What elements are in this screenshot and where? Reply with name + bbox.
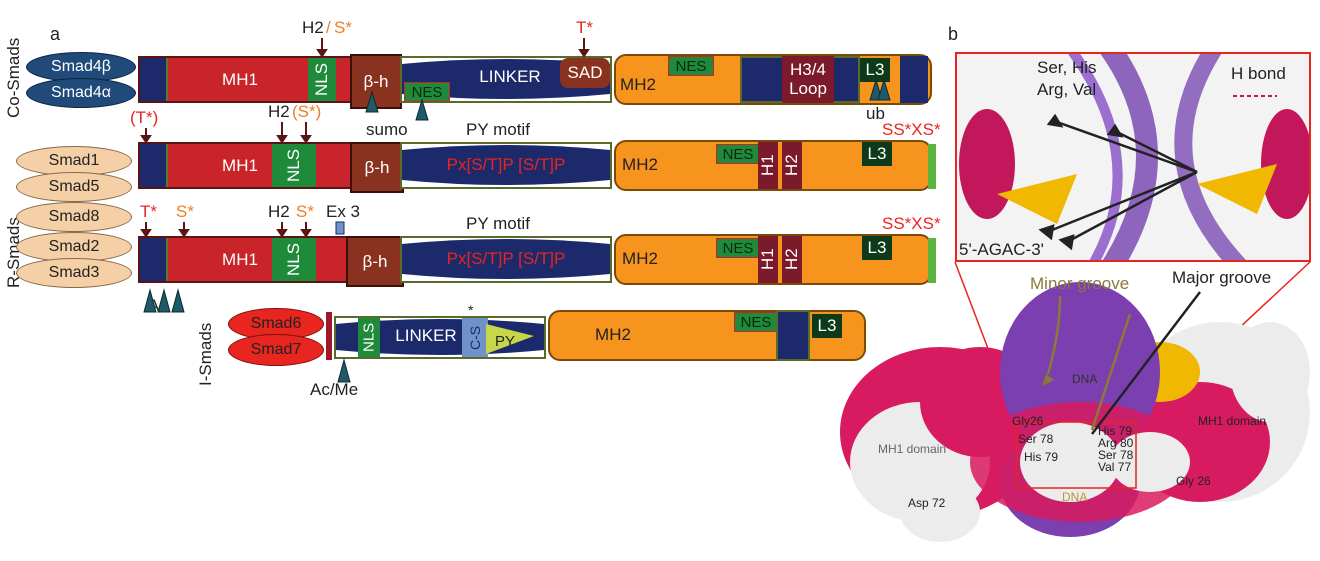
smad8-pill: Smad8: [16, 202, 132, 232]
major-groove-label: Major groove: [1172, 268, 1272, 287]
inset-structure-art: [959, 54, 1309, 260]
n-term-bar: [326, 312, 332, 360]
r1-s-label: (S*): [292, 102, 322, 121]
his79-right-label: His 79: [1098, 424, 1133, 438]
r1-h2-label: H2: [268, 102, 290, 121]
dna-bottom-label: DNA: [1062, 490, 1088, 504]
ub-label: ub: [866, 104, 885, 123]
mh1-domain-right-label: MH1 domain: [1198, 414, 1267, 428]
co-t-label: T*: [576, 18, 593, 37]
c-term-block: [928, 144, 936, 189]
nes-block: NES: [734, 312, 778, 332]
sumo-label: sumo: [366, 120, 408, 139]
mh2-label: MH2: [595, 325, 631, 344]
space-filling-model: [840, 262, 1311, 542]
nes-block: NES: [716, 238, 760, 258]
gly26-left-label: Gly26: [1012, 414, 1044, 428]
smad1-pill: Smad1: [16, 146, 132, 176]
c-term-block: [928, 238, 936, 283]
acme-label: Ac/Me: [310, 380, 359, 399]
py-motif-label-2: PY motif: [466, 214, 530, 233]
smad4beta-pill: Smad4β: [26, 52, 136, 82]
nes-block: NES: [404, 82, 450, 102]
h34-label: H3/4: [790, 59, 826, 79]
ser78-right-label: Ser 78: [1098, 448, 1134, 462]
ex3-label: Ex 3: [326, 202, 361, 221]
dna-top-label: DNA: [1072, 372, 1098, 386]
r1-t-label: (T*): [130, 108, 159, 127]
sad-block: SAD: [560, 58, 610, 88]
mh2-label: MH2: [622, 249, 658, 268]
linker-label: LINKER: [395, 326, 457, 345]
mh1-label: MH1: [222, 249, 258, 269]
structure-inset: Ser, His Arg, Val H bond 5'-AGAC-3': [955, 52, 1311, 262]
h-bond-label: H bond: [1231, 64, 1286, 83]
val77-label: Val 77: [1098, 460, 1132, 474]
l3-block: L3: [862, 236, 892, 260]
mh1-domain-left-label: MH1 domain: [878, 442, 947, 456]
cs-star: *: [468, 302, 474, 318]
linker-label: LINKER: [479, 67, 541, 86]
l3-block: L3: [860, 58, 890, 82]
minor-groove-label: Minor groove: [1030, 274, 1130, 293]
residues-line-2: Arg, Val: [1037, 80, 1097, 99]
l3-block: L3: [862, 142, 892, 166]
mh2-label: MH2: [622, 155, 658, 174]
mh1-label: MH1: [222, 69, 258, 89]
asp72-label: Asp 72: [908, 496, 946, 510]
l3-block: L3: [812, 314, 842, 338]
residues-line-1: Ser, His: [1037, 58, 1097, 77]
r2-h2-label: H2: [268, 202, 290, 221]
r2-ss-label: SS*XS*: [882, 214, 941, 233]
r2-s2-label: S*: [296, 202, 314, 221]
ser78-left-label: Ser 78: [1018, 432, 1054, 446]
loop-label: Loop: [789, 78, 827, 98]
gly26-right-label: Gly 26: [1176, 474, 1211, 488]
h34-loop-block: H3/4 Loop: [782, 56, 834, 103]
c-term-block: [900, 56, 928, 103]
arg80-label: Arg 80: [1098, 436, 1134, 450]
n-term-block: [140, 238, 168, 281]
nes-block-mh2: NES: [668, 56, 714, 76]
beta-hairpin: β-h: [350, 54, 402, 109]
co-slash: /: [326, 18, 331, 37]
beta-hairpin: β-h: [346, 236, 404, 287]
py-motif-label-1: PY motif: [466, 120, 530, 139]
py-label: PY: [494, 332, 515, 350]
panel-b-label: b: [948, 24, 959, 44]
py-triangle: [486, 324, 534, 354]
beta-hairpin: β-h: [350, 142, 404, 193]
c-term-block: [776, 310, 810, 361]
smad2-pill: Smad2: [16, 232, 132, 262]
linker-wave: [402, 145, 610, 185]
smad3-pill: Smad3: [16, 258, 132, 288]
his79-left-label: His 79: [1024, 450, 1059, 464]
linker-wave: [402, 59, 610, 99]
co-h2-label: H2: [302, 18, 324, 37]
panel-a-label: a: [50, 24, 61, 44]
r2-t-label: T*: [140, 202, 157, 221]
panel-a-arrows: [140, 38, 891, 383]
smad7-pill: Smad7: [228, 334, 324, 366]
r2-s-label: S*: [176, 202, 194, 221]
mh2-label: MH2: [620, 75, 656, 94]
linker-wave: [402, 239, 610, 279]
r1-ss-label: SS*XS*: [882, 120, 941, 139]
py-sequence: Px[S/T]P [S/T]P: [446, 155, 566, 174]
py-sequence: Px[S/T]P [S/T]P: [446, 249, 566, 268]
co-s-label: S*: [334, 18, 352, 37]
smad4alpha-pill: Smad4α: [26, 78, 136, 108]
n-term-block: [140, 144, 168, 187]
mh1-label: MH1: [222, 155, 258, 175]
n-term-block: [140, 58, 168, 101]
nes-block: NES: [716, 144, 760, 164]
dna-sequence-label: 5'-AGAC-3': [959, 240, 1044, 259]
